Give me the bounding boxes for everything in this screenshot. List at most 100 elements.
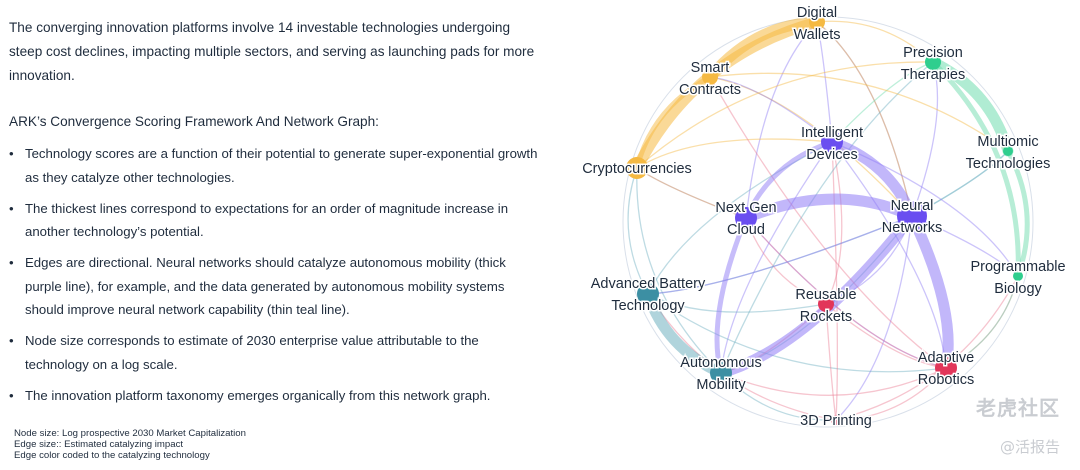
label-intelligent-devices: Devices bbox=[806, 147, 858, 163]
label-precision-therapies: Therapies bbox=[901, 67, 965, 83]
edge-precision-therapies-to-programmable-biology bbox=[930, 59, 1021, 279]
edge-3d-printing-to-intelligent-devices bbox=[831, 141, 839, 421]
label-advanced-battery-technology: Technology bbox=[611, 298, 685, 314]
edge-autonomous-mobility-to-precision-therapies bbox=[720, 61, 934, 374]
node-precision-therapies bbox=[925, 54, 941, 70]
bullet-item: •Node size corresponds to estimate of 20… bbox=[9, 333, 479, 372]
label-adaptive-robotics: Robotics bbox=[918, 372, 974, 388]
edge-adaptive-robotics-to-autonomous-mobility bbox=[720, 367, 947, 396]
edge-smart-contracts-to-digital-wallets bbox=[704, 16, 823, 83]
label-precision-therapies: Precision bbox=[903, 45, 963, 61]
edge-intelligent-devices-to-smart-contracts bbox=[709, 76, 833, 143]
node-autonomous-mobility bbox=[710, 362, 732, 384]
edge-precision-therapies-to-intelligent-devices bbox=[831, 61, 934, 143]
edge-neural-networks-to-autonomous-mobility bbox=[715, 210, 918, 379]
label-3d-printing: 3D Printing bbox=[800, 413, 872, 429]
label-autonomous-mobility: Mobility bbox=[696, 377, 746, 393]
edge-next-gen-cloud-to-digital-wallets bbox=[745, 21, 818, 219]
edge-intelligent-devices-to-next-gen-cloud bbox=[743, 139, 835, 221]
edge-digital-wallets-to-neural-networks bbox=[816, 21, 913, 217]
footnotes: Node size: Log prospective 2030 Market C… bbox=[14, 428, 246, 462]
watermark-handle: @活报告 bbox=[999, 438, 1060, 456]
edge-neural-networks-to-adaptive-robotics bbox=[906, 210, 954, 374]
network-graph: DigitalWalletsPrecisionTherapiesSmartCon… bbox=[581, 4, 1067, 431]
label-programmable-biology: Biology bbox=[994, 281, 1042, 297]
edge-neural-networks-to-programmable-biology bbox=[911, 215, 1019, 277]
node-intelligent-devices bbox=[821, 131, 843, 153]
edge-advanced-battery-technology-to-reusable-rockets bbox=[647, 293, 827, 313]
edge-next-gen-cloud-to-autonomous-mobility bbox=[714, 215, 749, 376]
label-digital-wallets: Wallets bbox=[794, 27, 841, 43]
edge-advanced-battery-technology-to-cryptocurrencies bbox=[627, 167, 649, 295]
label-neural-networks: Neural bbox=[891, 198, 934, 214]
edge-reusable-rockets-to-intelligent-devices bbox=[825, 141, 843, 305]
intro-paragraph: The converging innovation platforms invo… bbox=[9, 20, 535, 83]
label-intelligent-devices: Intelligent bbox=[801, 125, 863, 141]
edge-cryptocurrencies-to-intelligent-devices bbox=[636, 138, 833, 169]
network-nodes bbox=[626, 14, 1023, 425]
edge-intelligent-devices-to-autonomous-mobility bbox=[720, 141, 833, 374]
edge-neural-networks-to-3d-printing bbox=[835, 215, 913, 421]
edge-advanced-battery-technology-to-neural-networks bbox=[647, 215, 913, 295]
node-reusable-rockets bbox=[818, 296, 834, 312]
node-digital-wallets bbox=[809, 14, 825, 30]
network-ring bbox=[622, 16, 1034, 428]
edge-precision-therapies-to-multiomic-technologies bbox=[927, 56, 1014, 157]
node-neural-networks bbox=[897, 201, 927, 231]
label-next-gen-cloud: Next Gen bbox=[715, 200, 776, 216]
label-multiomic-technologies: Multiomic bbox=[977, 134, 1038, 150]
edge-intelligent-devices-to-digital-wallets bbox=[816, 21, 833, 143]
edge-multiomic-technologies-to-programmable-biology bbox=[1005, 148, 1030, 279]
edge-smart-contracts-to-neural-networks bbox=[709, 76, 913, 217]
edge-advanced-battery-technology-to-autonomous-mobility bbox=[642, 288, 727, 379]
edge-neural-networks-to-digital-wallets bbox=[816, 21, 913, 217]
bullet-text: The innovation platform taxonomy emerges… bbox=[25, 387, 491, 403]
bullet-list: •Technology scores are a function of the… bbox=[9, 142, 544, 415]
label-reusable-rockets: Rockets bbox=[800, 309, 852, 325]
network-labels: DigitalWalletsPrecisionTherapiesSmartCon… bbox=[581, 4, 1067, 431]
edge-intelligent-devices-to-adaptive-robotics bbox=[831, 141, 947, 369]
edge-autonomous-mobility-to-cryptocurrencies bbox=[636, 167, 722, 374]
edge-multiomic-technologies-to-neural-networks bbox=[911, 150, 1009, 217]
label-multiomic-technologies: Technologies bbox=[966, 156, 1051, 172]
edge-neural-networks-to-multiomic-technologies bbox=[911, 150, 1009, 217]
edge-cryptocurrencies-to-precision-therapies bbox=[636, 61, 934, 169]
edge-next-gen-cloud-to-neural-networks bbox=[740, 193, 918, 224]
footnote-edge-color: Edge color coded to the catalyzing techn… bbox=[14, 450, 210, 462]
node-adaptive-robotics bbox=[935, 357, 957, 379]
edge-smart-contracts-to-multiomic-technologies bbox=[709, 72, 1009, 152]
watermark-logo: 老虎社区 bbox=[976, 396, 1060, 420]
bullet-text: Technology scores are a function of thei… bbox=[25, 146, 538, 185]
label-autonomous-mobility: Autonomous bbox=[680, 355, 761, 371]
label-cryptocurrencies: Cryptocurrencies bbox=[582, 161, 692, 177]
label-next-gen-cloud: Cloud bbox=[727, 222, 765, 238]
edge-3d-printing-to-adaptive-robotics bbox=[835, 367, 947, 421]
edge-neural-networks-to-advanced-battery-technology bbox=[647, 215, 913, 295]
edge-adaptive-robotics-to-next-gen-cloud bbox=[745, 217, 947, 369]
node-smart-contracts bbox=[702, 69, 718, 85]
network-edges bbox=[627, 16, 1030, 421]
footnote-node-size: Node size: Log prospective 2030 Market C… bbox=[14, 428, 246, 439]
bullet-item: •The innovation platform taxonomy emerge… bbox=[9, 387, 491, 403]
edge-reusable-rockets-to-next-gen-cloud bbox=[745, 217, 827, 305]
footnote-edge-size: Edge size:: Estimated catalyzing impact bbox=[14, 439, 184, 451]
label-digital-wallets: Digital bbox=[797, 5, 837, 21]
bullet-text: Edges are directional. Neural networks s… bbox=[25, 255, 506, 317]
label-programmable-biology: Programmable bbox=[970, 259, 1065, 275]
label-neural-networks: Networks bbox=[882, 220, 942, 236]
edge-adaptive-robotics-to-smart-contracts bbox=[709, 76, 947, 369]
node-multiomic-technologies bbox=[1003, 146, 1013, 156]
edge-programmable-biology-to-adaptive-robotics bbox=[945, 275, 1019, 369]
edge-autonomous-mobility-to-3d-printing bbox=[720, 372, 837, 421]
node-advanced-battery-technology bbox=[637, 283, 659, 305]
node-programmable-biology bbox=[1013, 271, 1023, 281]
bullet-item: •Technology scores are a function of the… bbox=[9, 146, 538, 185]
text-panel: The converging innovation platforms invo… bbox=[9, 20, 544, 462]
node-3d-printing bbox=[831, 415, 841, 425]
edge-reusable-rockets-to-3d-printing bbox=[825, 303, 837, 421]
ring-outline bbox=[622, 16, 1034, 428]
edge-adaptive-robotics-to-programmable-biology bbox=[945, 275, 1019, 369]
label-smart-contracts: Contracts bbox=[679, 82, 741, 98]
node-next-gen-cloud bbox=[735, 207, 757, 229]
label-advanced-battery-technology: Advanced Battery bbox=[591, 276, 706, 292]
